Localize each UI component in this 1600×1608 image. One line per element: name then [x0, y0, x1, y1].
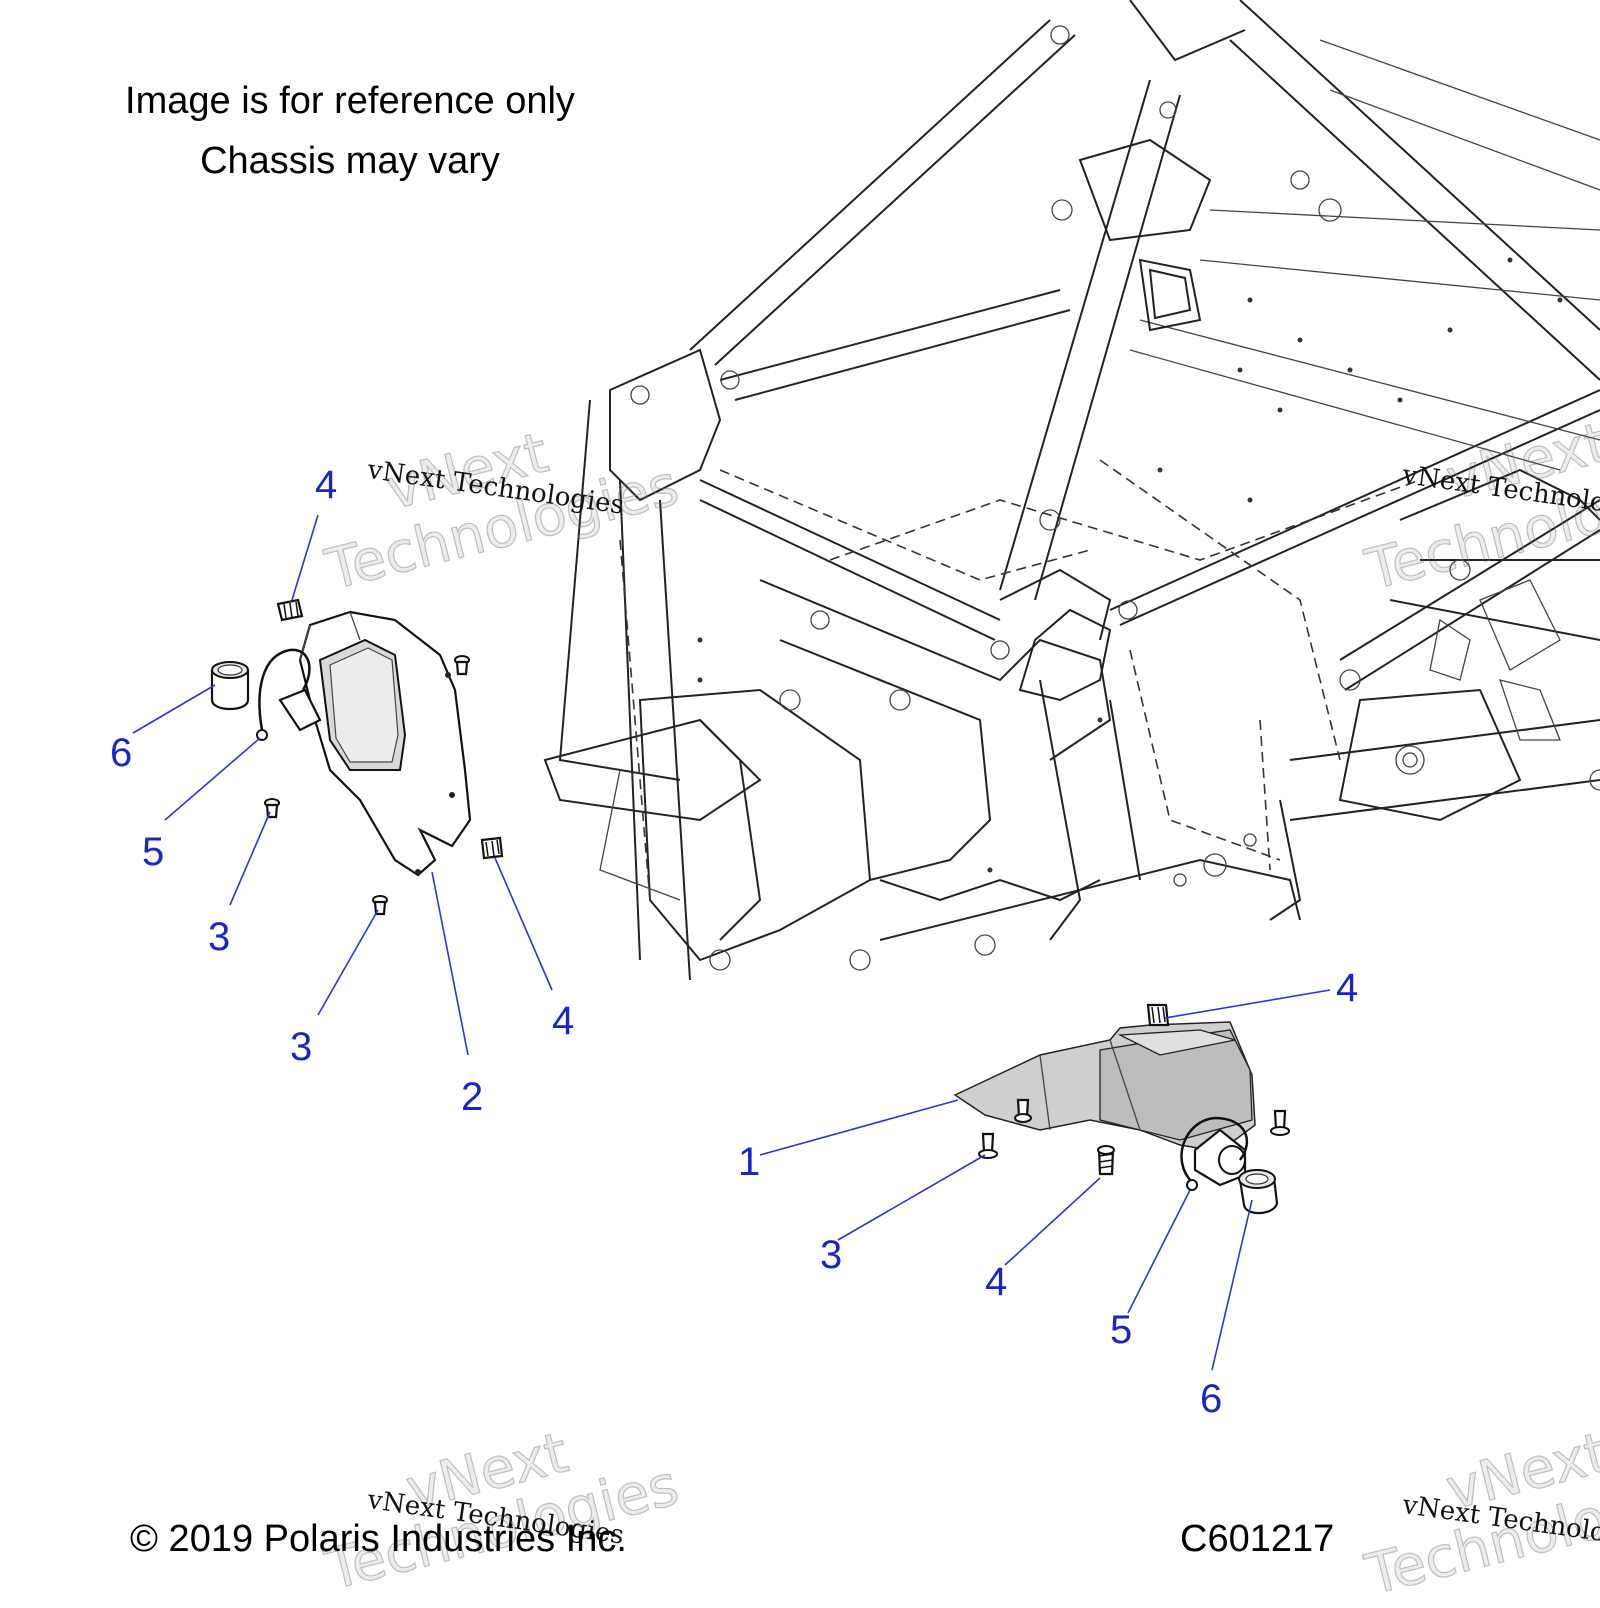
right-fasteners: [978, 1003, 1290, 1176]
callout-1: 1: [738, 1140, 760, 1184]
callout-3-left-upper: 3: [208, 915, 230, 959]
left-assembly: [210, 598, 504, 916]
callout-4-right-bottom: 4: [985, 1260, 1007, 1304]
diagram-code: C601217: [1180, 1518, 1335, 1560]
copyright-text: © 2019 Polaris Industries Inc.: [130, 1518, 627, 1560]
callout-6-left: 6: [110, 731, 132, 775]
chassis-frame: [543, 0, 1600, 981]
callout-labels: 4 6 5 3 3 2 4 4 1 3 4 5 6: [110, 463, 1358, 1421]
chassis-note: Chassis may vary: [200, 140, 500, 182]
callout-3-left-lower: 3: [290, 1025, 312, 1069]
callout-4-left-right: 4: [552, 999, 574, 1043]
callout-3-right: 3: [820, 1233, 842, 1277]
callout-2: 2: [461, 1075, 483, 1119]
leader-lines: [132, 514, 1331, 1371]
part-6-grommet-right: [1238, 1169, 1279, 1215]
callout-6-right: 6: [1200, 1377, 1222, 1421]
callout-4-top-left: 4: [315, 463, 337, 507]
callout-4-right-top: 4: [1336, 966, 1358, 1010]
callout-5-left: 5: [142, 830, 164, 874]
right-assembly: [953, 1003, 1290, 1215]
part-6-grommet-left: [210, 661, 250, 711]
part-5-loop: [258, 648, 311, 731]
reference-note: Image is for reference only: [125, 80, 575, 122]
callout-5-right: 5: [1110, 1308, 1132, 1352]
part-5-loop-right: [1180, 1116, 1249, 1183]
